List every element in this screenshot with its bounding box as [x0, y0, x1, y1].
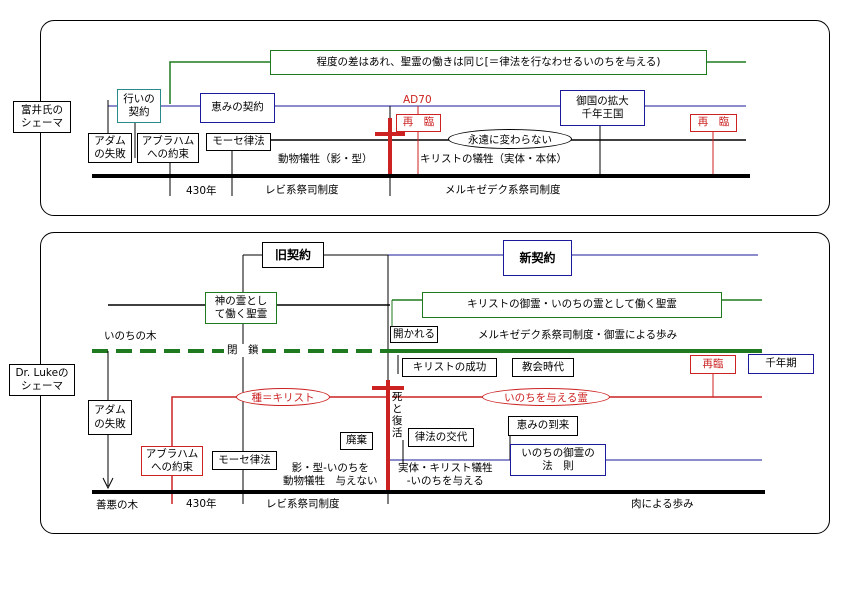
christ-success-box: キリストの成功	[402, 358, 497, 377]
bottom-abraham-box: アブラハム への約束	[141, 446, 203, 476]
top-schema-label: 富井氏の シェーマ	[13, 101, 71, 133]
top-abraham-box: アブラハム への約束	[137, 133, 199, 163]
life-giving-spirit-ellipse: いのちを与える霊	[482, 388, 610, 406]
abolished-box: 廃棄	[340, 432, 373, 450]
seed-line	[171, 396, 388, 504]
christ-sacrifice-label: キリストの犠牲（実体・本体）	[420, 153, 567, 165]
seed-christ-ellipse: 種＝キリスト	[236, 388, 330, 406]
kingdom-box: 御国の拡大 千年王国	[560, 90, 645, 126]
bottom-moses-law-box: モーセ律法	[212, 451, 277, 470]
ad70-label: AD70	[403, 94, 432, 106]
animal-sacrifice-label: 動物犠牲（影・型）	[278, 153, 373, 165]
spirit-of-christ-box: キリストの御霊・いのちの霊として働く聖霊	[422, 292, 722, 318]
spirit-law-box: いのちの御霊の 法 則	[510, 444, 606, 476]
bottom-schema-label: Dr. Lukeの シェーマ	[9, 364, 75, 396]
top-430-years-label: 430年	[186, 185, 217, 197]
flesh-walk-label: 肉による歩み	[631, 498, 694, 510]
closed-label: 閉 鎖	[224, 344, 262, 357]
top-adam-fall-box: アダム の失敗	[88, 133, 132, 163]
millennium-box: 千年期	[748, 354, 814, 374]
bottom-levitical-label: レビ系祭司制度	[266, 498, 340, 510]
substance-label: 実体・キリスト犠牲 -いのちを与える	[398, 462, 493, 487]
new-covenant-box: 新契約	[503, 240, 572, 276]
bottom-430-years-label: 430年	[186, 498, 217, 510]
covenant-works-box: 行いの 契約	[117, 89, 161, 123]
law-exchange-box: 律法の交代	[408, 428, 474, 447]
top-banner-box: 程度の差はあれ、聖霊の働きは同じ[＝律法を行なわせるいのちを与える)	[270, 50, 707, 75]
top-levitical-label: レビ系祭司制度	[265, 184, 339, 196]
down-arrow-icon	[102, 477, 114, 490]
old-covenant-box: 旧契約	[262, 242, 324, 268]
grace-arrival-box: 恵みの到来	[508, 416, 578, 436]
spirit-of-god-box: 神の霊とし て働く聖霊	[205, 292, 277, 324]
tree-of-life-label: いのちの木	[104, 330, 157, 342]
top-moses-law-box: モーセ律法	[206, 133, 271, 151]
bottom-second-coming-box: 再臨	[690, 355, 736, 374]
eternal-ellipse: 永遠に変わらない	[448, 129, 572, 149]
tree-good-evil-label: 善悪の木	[96, 499, 138, 511]
top-melchizedek-label: メルキゼデク系祭司制度	[445, 184, 561, 196]
covenant-grace-box: 恵みの契約	[200, 93, 275, 123]
opened-box: 開かれる	[390, 326, 438, 343]
top-second-coming-1: 再 臨	[396, 114, 441, 132]
top-second-coming-2: 再 臨	[690, 114, 737, 132]
shadow-type-label: 影・型-いのちを 動物犠牲 与えない	[283, 462, 378, 487]
death-resurrection-label: 死と復活	[392, 391, 403, 440]
melchizedek-spirit-label: メルキゼデク系祭司制度・御霊による歩み	[478, 329, 678, 341]
bottom-adam-fall-box: アダム の失敗	[88, 400, 132, 435]
church-age-box: 教会時代	[512, 358, 574, 377]
